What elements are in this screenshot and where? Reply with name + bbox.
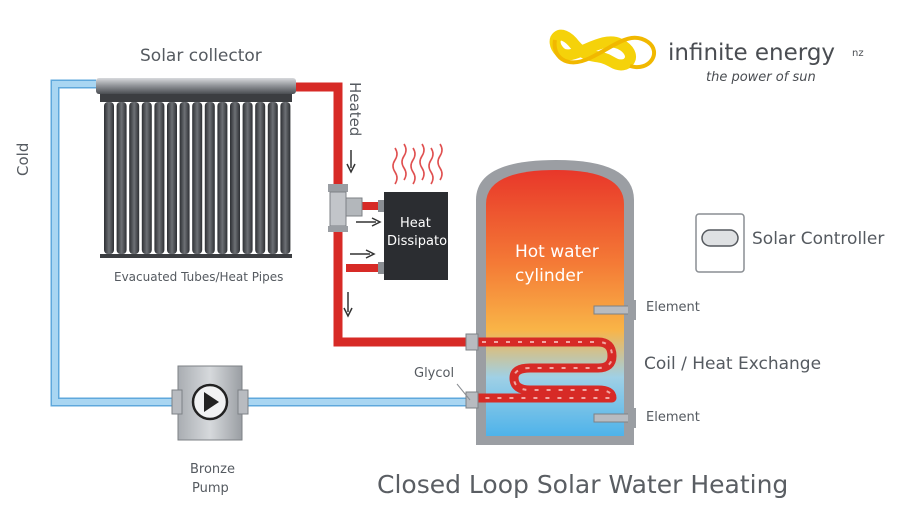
element-bottom-label: Element (646, 410, 700, 425)
evacuated-tube (267, 102, 278, 254)
evacuated-tube (179, 102, 190, 254)
element-top-label: Element (646, 300, 700, 315)
hot-water-label-1: Hot water (515, 242, 599, 262)
glycol-label: Glycol (414, 366, 455, 381)
infinity-logo-icon (549, 29, 656, 71)
tee-valve (328, 184, 363, 232)
hot-water-label-2: cylinder (515, 266, 583, 286)
heat-dissipator (378, 192, 448, 280)
pump-label-2: Pump (192, 481, 229, 496)
evacuated-tube (242, 102, 253, 254)
element-top (593, 300, 636, 320)
evacuated-tube (141, 102, 152, 254)
evacuated-tube (230, 102, 240, 254)
evacuated-tubes-label: Evacuated Tubes/Heat Pipes (114, 270, 284, 284)
heat-waves-icon (392, 143, 443, 185)
pump-label-1: Bronze (190, 462, 235, 477)
evacuated-tube (167, 102, 177, 254)
heat-exchange-coil (465, 333, 617, 409)
flow-arrow-right-1 (356, 217, 382, 227)
diagram-title: Closed Loop Solar Water Heating (377, 470, 789, 499)
evacuated-tube (104, 102, 114, 254)
brand-name: infinite energy (668, 40, 836, 66)
brand-tagline: the power of sun (706, 70, 816, 85)
heat-dissipator-label-2: Dissipator (387, 234, 453, 249)
evacuated-tube (255, 102, 266, 254)
evacuated-tube (217, 102, 228, 254)
solar-collector (96, 78, 296, 258)
solar-controller (695, 213, 745, 273)
heated-label: Heated (346, 82, 364, 137)
element-bottom (593, 408, 636, 428)
heat-dissipator-label-1: Heat (400, 216, 431, 231)
solar-controller-label: Solar Controller (752, 229, 885, 249)
glycol-leader-line (456, 383, 471, 401)
evacuated-tube (129, 102, 140, 254)
evacuated-tube (204, 102, 215, 254)
pump-arrow-icon (204, 392, 219, 412)
evacuated-tube (154, 102, 165, 254)
flow-arrow-right-2 (350, 249, 376, 259)
flow-arrow-down-2 (343, 292, 353, 318)
coil-label: Coil / Heat Exchange (644, 354, 822, 374)
evacuated-tube (192, 102, 203, 254)
evacuated-tube (280, 102, 291, 254)
brand-suffix: nz (852, 48, 864, 59)
cold-pipe (50, 79, 470, 407)
cold-label: Cold (14, 142, 32, 176)
solar-collector-label: Solar collector (140, 46, 262, 66)
evacuated-tube (116, 102, 127, 254)
flow-arrow-down-1 (346, 150, 356, 174)
bronze-pump (171, 365, 249, 441)
